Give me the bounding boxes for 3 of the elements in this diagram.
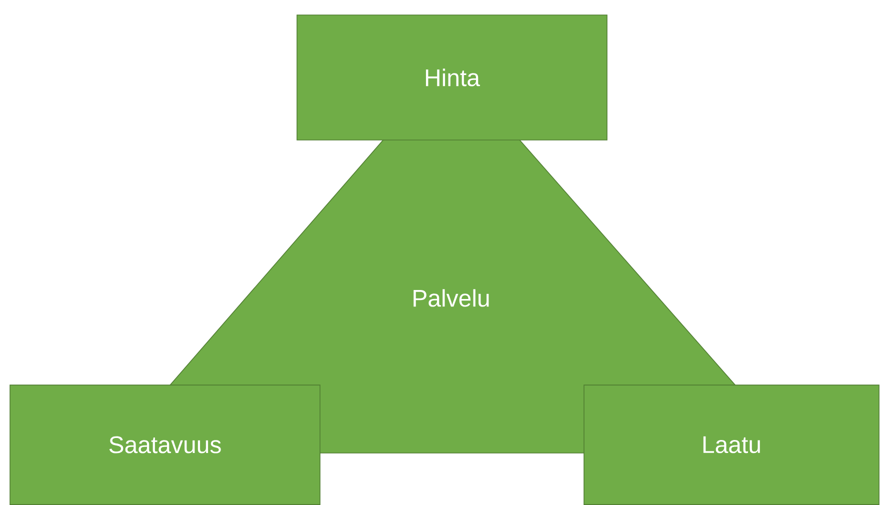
price-box: Hinta (296, 14, 608, 140)
availability-box: Saatavuus (10, 384, 320, 505)
quality-box: Laatu (584, 384, 880, 505)
